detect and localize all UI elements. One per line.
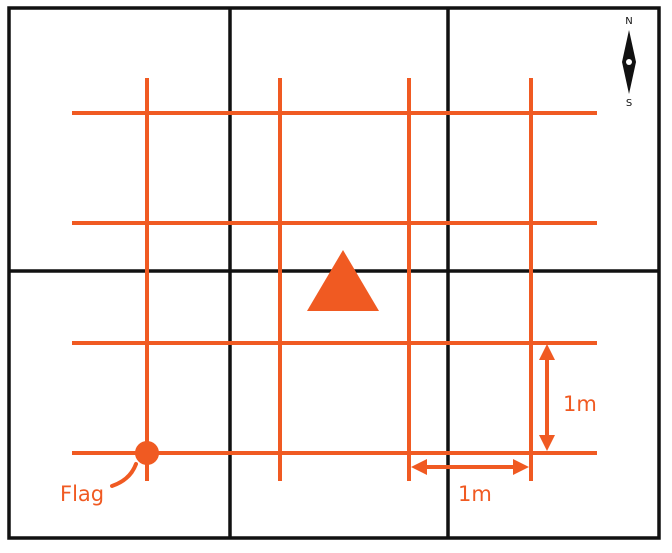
orange-grid — [72, 78, 597, 481]
horizontal-scale-arrow — [411, 459, 529, 475]
vertical-scale-label: 1m — [563, 392, 597, 416]
arrowhead-up-icon — [539, 344, 555, 360]
horizontal-scale-label: 1m — [458, 482, 492, 506]
flag-leader-line — [110, 462, 138, 488]
flag-dot-icon — [135, 441, 159, 465]
triangle-marker-icon — [307, 250, 379, 311]
compass-north-label: N — [625, 16, 632, 27]
vertical-scale-arrow — [539, 344, 555, 451]
compass-pivot-icon — [626, 59, 632, 65]
arrowhead-left-icon — [411, 459, 427, 475]
flag-label: Flag — [60, 482, 104, 506]
compass-south-label: S — [626, 98, 632, 109]
outer-frame — [7, 6, 661, 540]
compass: N S — [622, 16, 636, 109]
arrowhead-right-icon — [513, 459, 529, 475]
arrowhead-down-icon — [539, 435, 555, 451]
